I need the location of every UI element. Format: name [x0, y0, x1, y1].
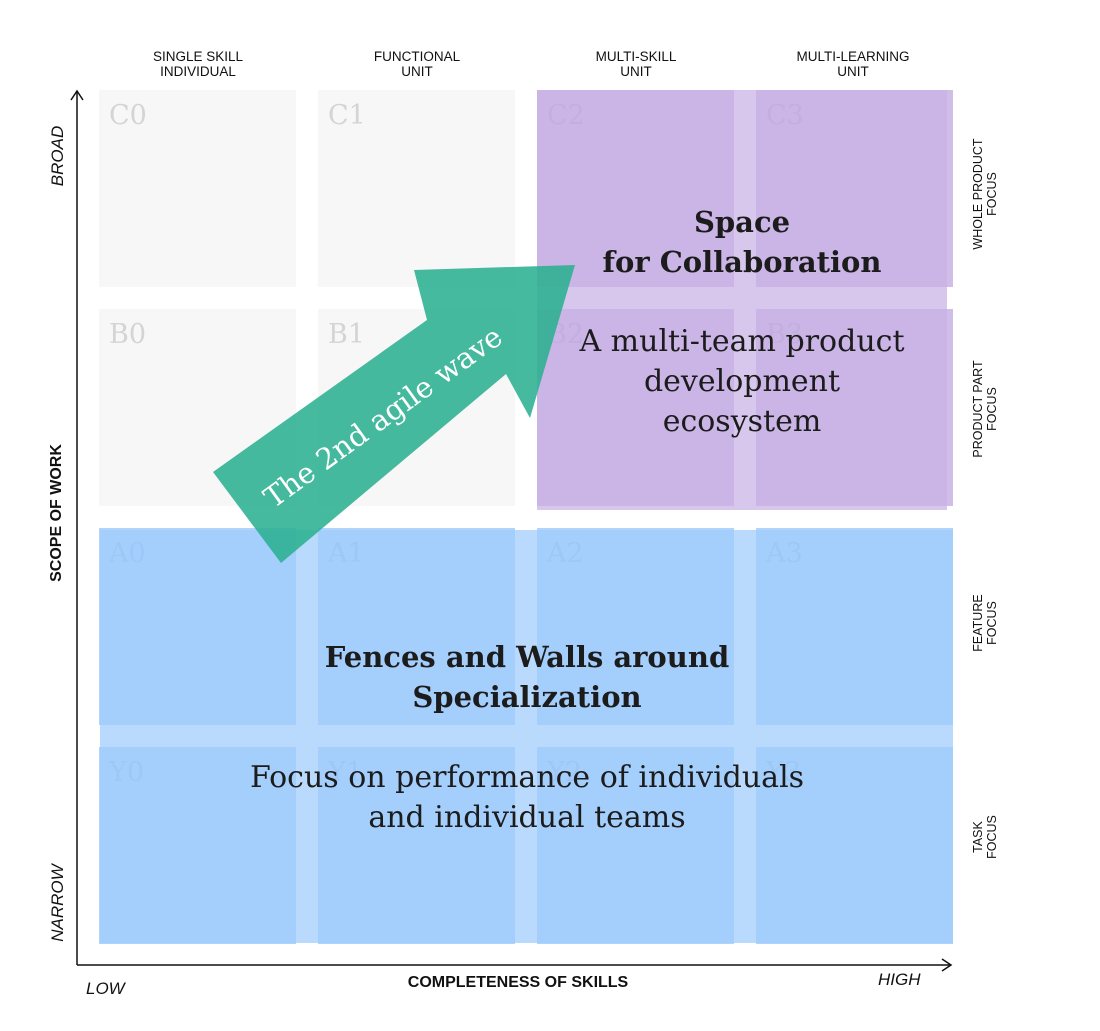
specialization-title-line: Specialization [412, 680, 642, 714]
agile-wave-arrow-shape [213, 265, 575, 563]
row-label-line: FOCUS [985, 172, 999, 216]
column-header-line: UNIT [401, 64, 433, 79]
cell-c1: C1 [318, 90, 515, 287]
column-header-line: SINGLE SKILL [152, 49, 244, 64]
specialization-title: Fences and Walls around Specialization [200, 637, 854, 717]
column-header-multi-learning: MULTI-LEARNING UNIT [763, 49, 943, 79]
cell-label: B1 [328, 319, 366, 350]
row-label-task: TASK FOCUS [971, 742, 999, 932]
row-label-line: FOCUS [985, 601, 999, 645]
x-axis-high-label: HIGH [878, 970, 921, 989]
row-label-feature: FEATURE FOCUS [971, 528, 999, 718]
x-axis-low-label: LOW [86, 979, 125, 998]
row-label-product-part: PRODUCT PART FOCUS [971, 314, 999, 504]
row-label-whole-product: WHOLE PRODUCT FOCUS [971, 99, 999, 289]
cell-label: C1 [328, 100, 366, 131]
collaboration-region [537, 90, 947, 510]
column-header-line: UNIT [837, 64, 869, 79]
y-axis-title: SCOPE OF WORK [48, 444, 65, 582]
collaboration-title-line: Space [693, 205, 791, 239]
collaboration-description-line: A multi-team product [579, 324, 905, 359]
row-label-line: FOCUS [985, 815, 999, 859]
specialization-description-line: and individual teams [368, 800, 686, 835]
column-header-line: MULTI-LEARNING [796, 49, 910, 64]
column-header-line: INDIVIDUAL [160, 64, 236, 79]
row-label-line: FEATURE [971, 594, 985, 652]
specialization-description: Focus on performance of individuals and … [150, 758, 904, 838]
collaboration-description: A multi-team product development ecosyst… [540, 322, 944, 442]
y-axis-high-label: BROAD [48, 125, 67, 187]
cell-c0: C0 [99, 90, 296, 287]
collaboration-description-line: development [643, 364, 841, 399]
row-label-line: TASK [971, 821, 985, 853]
collaboration-title: Space for Collaboration [540, 202, 944, 282]
y-axis-arrowhead [70, 89, 84, 101]
collaboration-description-line: ecosystem [662, 404, 822, 439]
x-axis-arrowhead [941, 958, 953, 972]
column-header-multi-skill: MULTI-SKILL UNIT [546, 49, 726, 79]
column-header-single-skill: SINGLE SKILL INDIVIDUAL [108, 49, 288, 79]
specialization-title-line: Fences and Walls around [324, 640, 730, 674]
column-header-line: UNIT [620, 64, 652, 79]
y-axis-low-label: NARROW [48, 864, 67, 942]
column-header-line: MULTI-SKILL [595, 49, 677, 64]
column-header-line: FUNCTIONAL [373, 49, 461, 64]
specialization-description-line: Focus on performance of individuals [249, 760, 805, 795]
column-header-functional: FUNCTIONAL UNIT [327, 49, 507, 79]
collaboration-title-line: for Collaboration [602, 245, 882, 279]
cell-label: B0 [109, 319, 147, 350]
cell-label: C0 [109, 100, 147, 131]
x-axis-title: COMPLETENESS OF SKILLS [407, 974, 629, 991]
row-label-line: PRODUCT PART [971, 360, 985, 458]
specialization-region [100, 530, 953, 943]
row-label-line: FOCUS [985, 387, 999, 431]
row-label-line: WHOLE PRODUCT [971, 138, 985, 250]
